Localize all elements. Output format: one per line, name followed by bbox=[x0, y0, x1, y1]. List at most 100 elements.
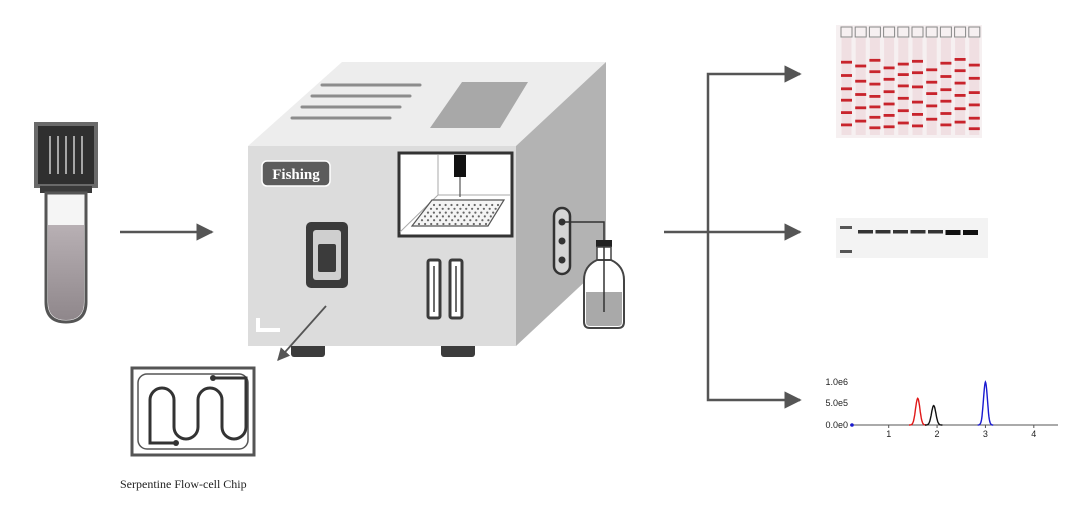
port-2 bbox=[558, 237, 566, 245]
plate-well bbox=[426, 219, 430, 222]
gel-band bbox=[855, 119, 867, 123]
plate-well bbox=[445, 219, 448, 222]
plate-well bbox=[460, 222, 463, 226]
y-tick-label-2: 5.0e5 bbox=[825, 398, 848, 408]
plate-well bbox=[430, 222, 433, 226]
gel-band bbox=[954, 120, 966, 124]
chip-caption: Serpentine Flow-cell Chip bbox=[120, 477, 247, 491]
plate-well bbox=[436, 222, 439, 226]
capillary-band bbox=[945, 230, 961, 235]
gel-lane bbox=[884, 38, 895, 135]
plate-well bbox=[439, 219, 442, 222]
gel-band bbox=[883, 66, 895, 70]
capillary-band bbox=[893, 230, 908, 234]
plate-well bbox=[448, 222, 451, 226]
plate-well bbox=[426, 211, 430, 214]
chip-slot-insert bbox=[318, 244, 336, 272]
gel-band bbox=[841, 74, 852, 77]
plate-well bbox=[494, 207, 497, 210]
plate-well bbox=[453, 207, 456, 210]
gel-band bbox=[912, 113, 923, 116]
gel-well bbox=[911, 26, 924, 38]
plate-well bbox=[459, 215, 462, 218]
collection-bottle bbox=[583, 240, 625, 329]
top-display-panel bbox=[430, 82, 528, 128]
plate-well bbox=[472, 222, 475, 226]
well-plate-wells bbox=[417, 203, 500, 226]
arrow-to-slab-gel bbox=[706, 65, 802, 232]
plate-well bbox=[479, 203, 482, 207]
capillary-band bbox=[858, 230, 873, 234]
plate-well bbox=[441, 215, 444, 218]
gel-band bbox=[968, 63, 980, 67]
origin-marker bbox=[850, 423, 854, 427]
slab-gel bbox=[836, 25, 982, 138]
gel-band bbox=[954, 94, 966, 97]
plate-well bbox=[486, 211, 489, 214]
ladder-band bbox=[840, 250, 852, 253]
plate-well bbox=[417, 222, 421, 226]
capillary-band bbox=[910, 230, 926, 234]
gel-well bbox=[840, 26, 853, 38]
plate-well bbox=[488, 207, 491, 210]
plate-well bbox=[444, 203, 447, 207]
plate-well bbox=[480, 211, 483, 214]
capillary-band bbox=[963, 230, 978, 235]
plate-well bbox=[468, 211, 471, 214]
gel-band bbox=[855, 79, 867, 83]
plate-well bbox=[475, 219, 478, 222]
gel-band bbox=[926, 68, 938, 72]
plate-well bbox=[476, 207, 480, 210]
gel-band bbox=[926, 80, 938, 84]
gel-band bbox=[940, 123, 952, 127]
dispenser-head bbox=[454, 155, 466, 177]
plate-well bbox=[471, 207, 474, 210]
gel-band bbox=[841, 60, 852, 64]
plate-well bbox=[478, 222, 481, 226]
gel-band bbox=[841, 123, 852, 127]
gel-band bbox=[968, 103, 980, 107]
gel-band bbox=[912, 71, 923, 75]
plate-well bbox=[450, 211, 453, 214]
chip-inlet bbox=[210, 375, 216, 381]
gel-band bbox=[869, 58, 881, 62]
capillary-band bbox=[928, 230, 943, 234]
y-tick-label-1: 1.0e6 bbox=[825, 377, 848, 387]
gel-band bbox=[897, 84, 909, 88]
gel-band bbox=[940, 99, 952, 103]
gel-wells bbox=[840, 26, 981, 38]
gel-band bbox=[954, 69, 966, 73]
plate-well bbox=[471, 215, 474, 218]
plate-well bbox=[462, 211, 465, 214]
output-arrows bbox=[664, 65, 802, 409]
plate-well bbox=[491, 203, 494, 207]
arrow-to-chromatogram bbox=[706, 232, 802, 409]
tube-collar bbox=[40, 186, 92, 193]
gel-band bbox=[912, 124, 923, 128]
chromatogram-peak-2 bbox=[925, 404, 943, 426]
gel-band bbox=[869, 95, 881, 98]
plate-well bbox=[444, 211, 447, 214]
plate-well bbox=[465, 215, 468, 218]
gel-band bbox=[869, 115, 881, 119]
plate-well bbox=[459, 207, 462, 210]
instrument-label-box bbox=[261, 160, 331, 187]
gel-band bbox=[968, 76, 980, 80]
plate-well bbox=[466, 222, 469, 226]
gel-band bbox=[912, 85, 923, 89]
gel-band bbox=[897, 109, 909, 113]
tube-sample-liquid bbox=[48, 225, 84, 320]
plate-well bbox=[456, 211, 459, 214]
gel-band bbox=[968, 127, 980, 131]
corner-bracket-icon bbox=[256, 318, 280, 332]
gel-band bbox=[926, 104, 938, 108]
plate-well bbox=[462, 203, 465, 207]
plate-well bbox=[453, 215, 456, 218]
gel-well bbox=[968, 26, 981, 38]
plate-well bbox=[469, 219, 472, 222]
gel-band bbox=[926, 117, 938, 121]
gel-band bbox=[883, 102, 895, 106]
